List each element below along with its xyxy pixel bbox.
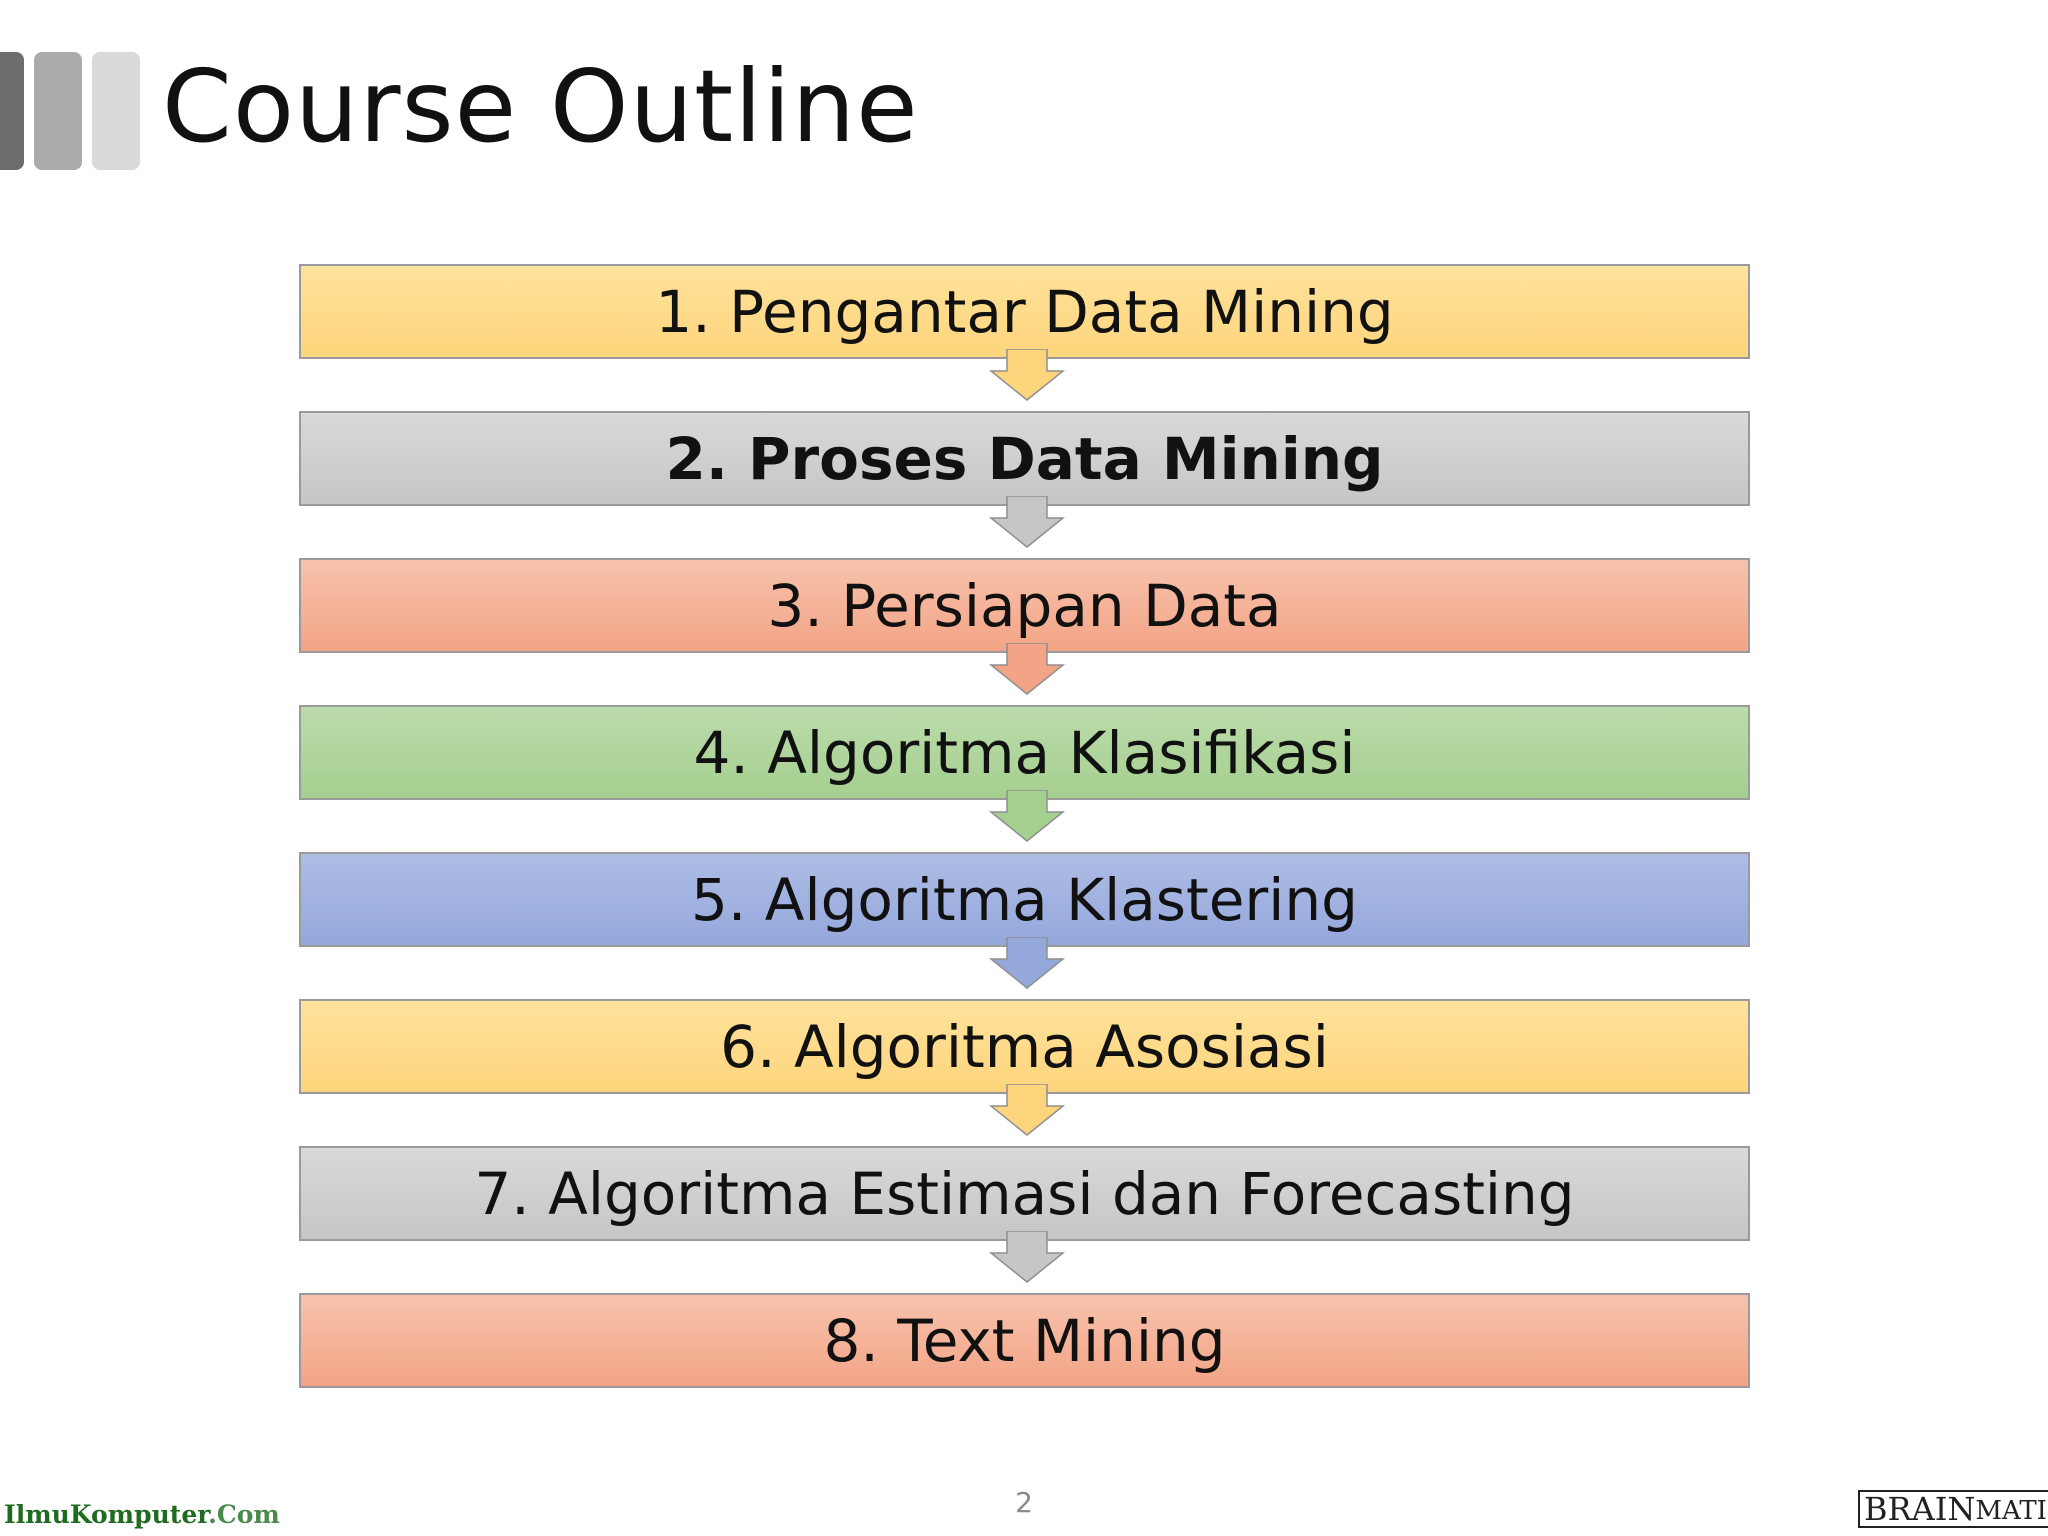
step-3-label: 3. Persiapan Data: [767, 571, 1282, 640]
brainmatics-logo-part1: BRAIN: [1864, 1490, 1976, 1528]
arrow-down-icon: [988, 1231, 1066, 1283]
arrow-down-icon: [988, 349, 1066, 401]
ilmukomputer-logo: IlmuKomputer.Com: [4, 1500, 280, 1529]
page-number: 2: [1015, 1486, 1033, 1519]
title-bar-dark: [0, 52, 24, 170]
step-7-label: 7. Algoritma Estimasi dan Forecasting: [474, 1159, 1575, 1228]
step-5-box: 5. Algoritma Klastering: [299, 852, 1750, 947]
ilmukomputer-logo-suffix: .Com: [208, 1500, 280, 1529]
step-1-label: 1. Pengantar Data Mining: [655, 277, 1394, 346]
title-bars-decoration: [0, 52, 142, 170]
arrow-down-icon: [988, 790, 1066, 842]
step-1-box: 1. Pengantar Data Mining: [299, 264, 1750, 359]
step-2-box: 2. Proses Data Mining: [299, 411, 1750, 506]
arrow-down-icon: [988, 937, 1066, 989]
title-bar-mid: [34, 52, 82, 170]
step-5-label: 5. Algoritma Klastering: [691, 865, 1358, 934]
arrow-down-icon: [988, 1084, 1066, 1136]
title-bar-light: [92, 52, 140, 170]
step-8-box: 8. Text Mining: [299, 1293, 1750, 1388]
arrow-down-icon: [988, 496, 1066, 548]
step-2-label: 2. Proses Data Mining: [665, 424, 1384, 493]
step-4-label: 4. Algoritma Klasifikasi: [693, 718, 1356, 787]
slide-title: Course Outline: [162, 48, 919, 165]
ilmukomputer-logo-main: IlmuKomputer: [4, 1500, 209, 1529]
brainmatics-logo-part2: MATICS: [1975, 1496, 2048, 1526]
step-7-box: 7. Algoritma Estimasi dan Forecasting: [299, 1146, 1750, 1241]
step-4-box: 4. Algoritma Klasifikasi: [299, 705, 1750, 800]
step-8-label: 8. Text Mining: [823, 1306, 1226, 1375]
arrow-down-icon: [988, 643, 1066, 695]
brainmatics-logo: BRAINMATICS: [1858, 1490, 2048, 1528]
step-3-box: 3. Persiapan Data: [299, 558, 1750, 653]
step-6-label: 6. Algoritma Asosiasi: [720, 1012, 1329, 1081]
step-6-box: 6. Algoritma Asosiasi: [299, 999, 1750, 1094]
